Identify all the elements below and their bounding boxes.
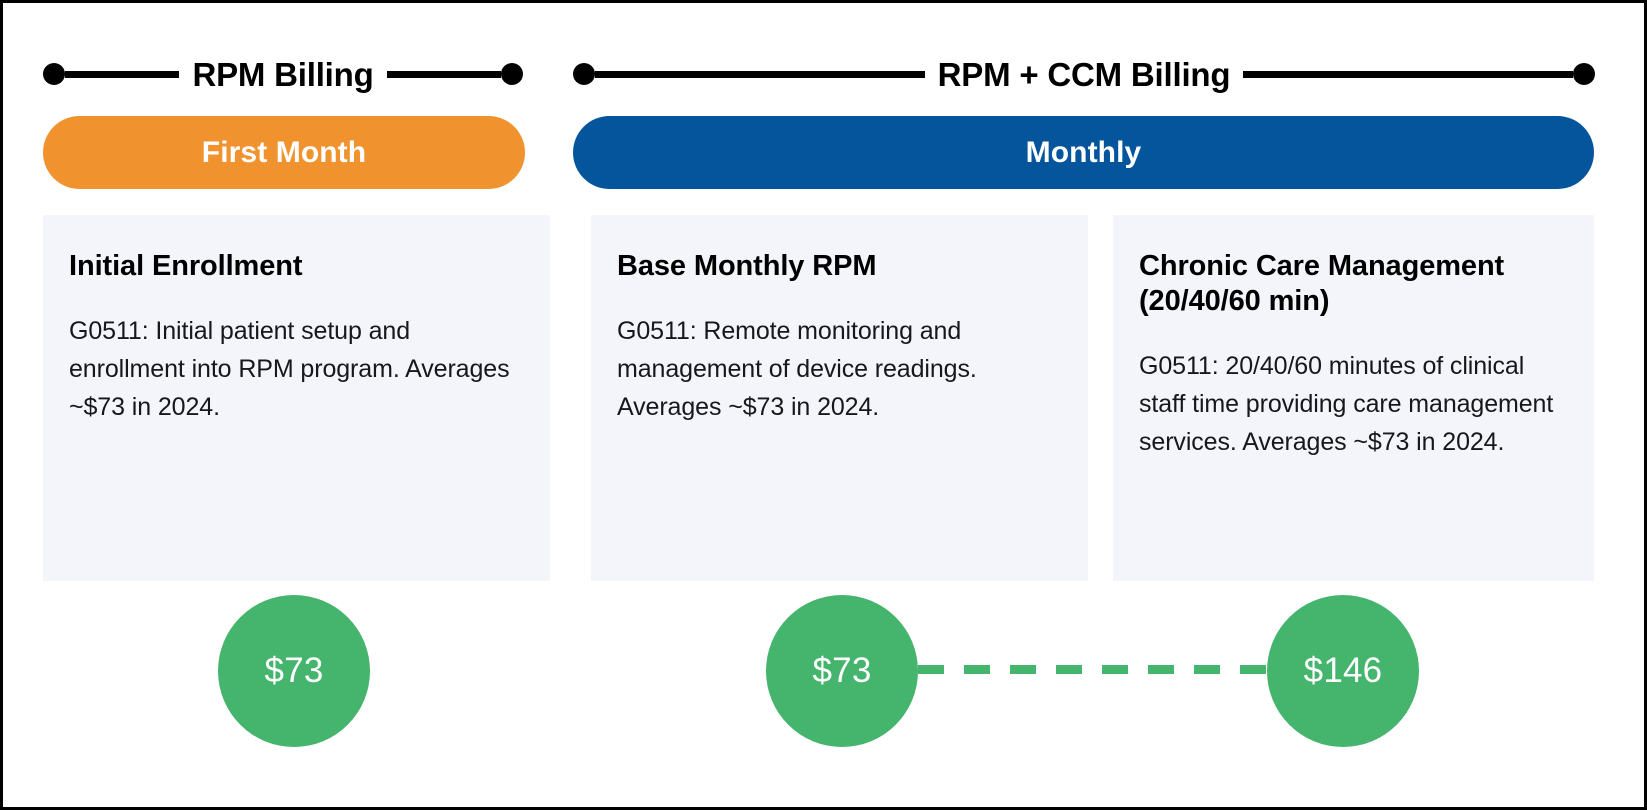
bracket-left-dot-icon [43,63,65,85]
card-title-initial-enrollment: Initial Enrollment [69,250,303,282]
bracket-rule-left [65,70,180,78]
bracket-rule-left [595,70,925,78]
bracket-left-dot-icon [573,63,595,85]
banner-monthly-label: Monthly [1025,135,1142,169]
bracket-rpm-billing: RPM Billing [43,52,523,96]
card-description-base-monthly-rpm: G0511: Remote monitoring and management … [617,316,977,422]
card-title-chronic-care-management: Chronic Care Management (20/40/60 min) [1139,250,1505,317]
price-circle-base-monthly-rpm: $73 [766,595,918,747]
card-title-base-monthly-rpm: Base Monthly RPM [617,250,877,282]
bracket-rpm-ccm-billing: RPM + CCM Billing [573,52,1595,96]
price-label-initial-enrollment: $73 [264,651,324,690]
card-chronic-care-management: Chronic Care Management (20/40/60 min) G… [1113,215,1594,581]
banner-first-month-label: First Month [201,135,367,169]
card-initial-enrollment: Initial Enrollment G0511: Initial patien… [43,215,550,581]
banner-first-month: First Month [43,116,525,189]
dashed-connector-line [918,665,1268,674]
price-circle-rpm-ccm-total: $146 [1267,595,1419,747]
bracket-label-rpm-billing: RPM Billing [192,55,374,93]
price-circle-initial-enrollment: $73 [218,595,370,747]
price-label-base-monthly-rpm: $73 [812,651,872,690]
banner-monthly: Monthly [573,116,1594,189]
bracket-right-dot-icon [501,63,523,85]
bracket-right-dot-icon [1573,63,1595,85]
price-label-rpm-ccm-total: $146 [1303,651,1383,690]
bracket-rule-right [1243,70,1573,78]
card-description-chronic-care-management: G0511: 20/40/60 minutes of clinical staf… [1139,351,1554,457]
card-description-initial-enrollment: G0511: Initial patient setup and enrollm… [69,316,510,422]
bracket-label-rpm-ccm-billing: RPM + CCM Billing [937,55,1231,93]
bracket-rule-right [386,70,501,78]
card-base-monthly-rpm: Base Monthly RPM G0511: Remote monitorin… [591,215,1088,581]
dashed-connector-segment [918,665,1268,674]
